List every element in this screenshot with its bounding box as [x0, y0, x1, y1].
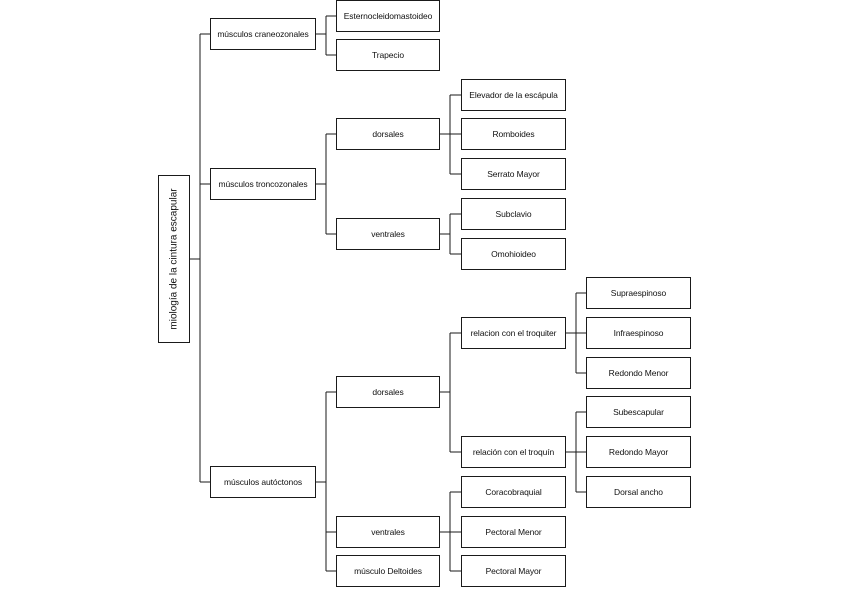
node-tronco-dorsales: dorsales: [336, 118, 440, 150]
node-pectoral-menor: Pectoral Menor: [461, 516, 566, 548]
node-romboides: Romboides: [461, 118, 566, 150]
node-omohioideo: Omohioideo: [461, 238, 566, 270]
root-node: miología de la cintura escapular: [158, 175, 190, 343]
node-autoctonos: músculos autóctonos: [210, 466, 316, 498]
node-dorsal-ancho: Dorsal ancho: [586, 476, 691, 508]
root-label: miología de la cintura escapular: [168, 188, 180, 330]
node-redondo-mayor: Redondo Mayor: [586, 436, 691, 468]
node-pectoral-mayor: Pectoral Mayor: [461, 555, 566, 587]
node-auto-ventrales: ventrales: [336, 516, 440, 548]
node-craneozonales: músculos craneozonales: [210, 18, 316, 50]
node-deltoides: músculo Deltoides: [336, 555, 440, 587]
node-subclavio: Subclavio: [461, 198, 566, 230]
node-auto-dorsales: dorsales: [336, 376, 440, 408]
node-supraespinoso: Supraespinoso: [586, 277, 691, 309]
node-coracobraquial: Coracobraquial: [461, 476, 566, 508]
node-tronco-ventrales: ventrales: [336, 218, 440, 250]
node-subescapular: Subescapular: [586, 396, 691, 428]
node-infraespinoso: Infraespinoso: [586, 317, 691, 349]
node-trapecio: Trapecio: [336, 39, 440, 71]
node-troquin: relación con el troquín: [461, 436, 566, 468]
node-serrato-mayor: Serrato Mayor: [461, 158, 566, 190]
node-troquiter: relacion con el troquiter: [461, 317, 566, 349]
node-esternocleidomastoideo: Esternocleidomastoideo: [336, 0, 440, 32]
node-troncozonales: músculos troncozonales: [210, 168, 316, 200]
node-redondo-menor: Redondo Menor: [586, 357, 691, 389]
node-elevador-escapula: Elevador de la escápula: [461, 79, 566, 111]
